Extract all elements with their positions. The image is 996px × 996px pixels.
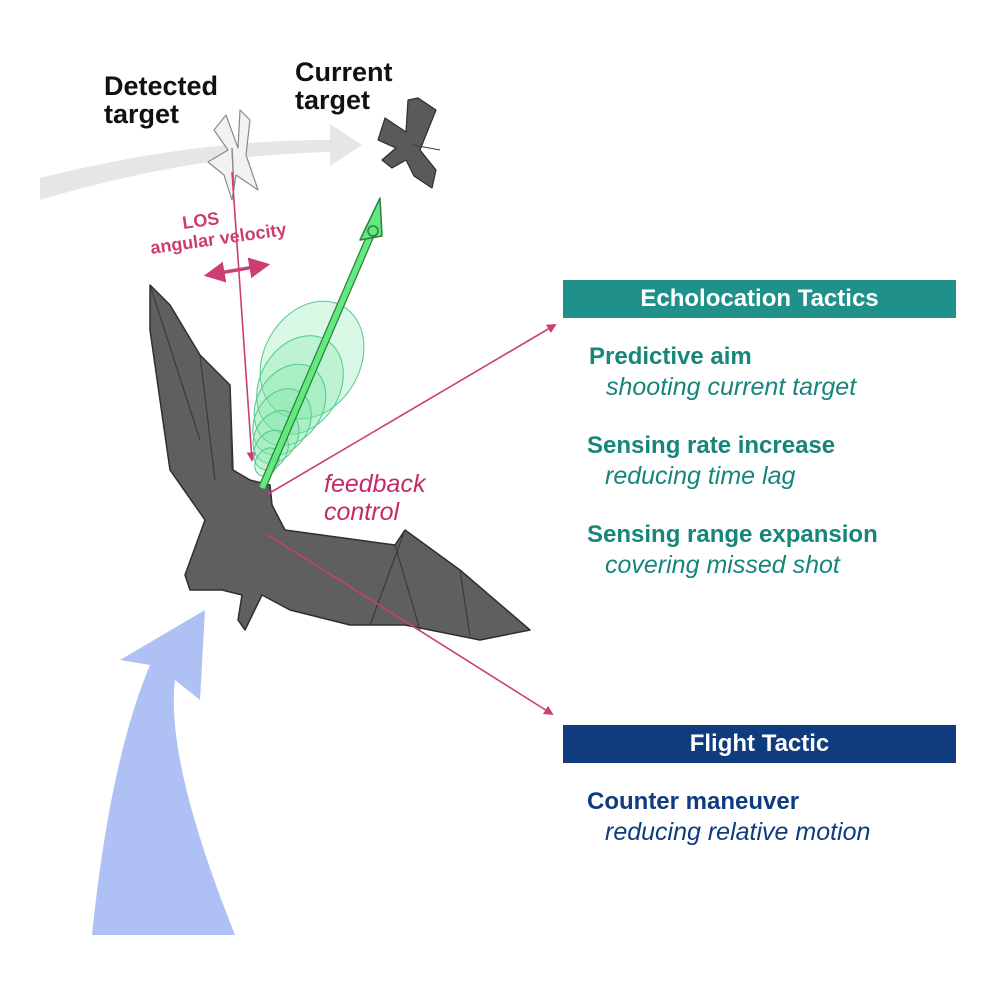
flight-tactic-title: Flight Tactic xyxy=(689,730,830,757)
los-angular-velocity-arrow xyxy=(203,257,271,283)
echolocation-tactics-header: Echolocation Tactics xyxy=(563,280,956,318)
tactic-sensing-range-subtitle: covering missed shot xyxy=(605,551,840,579)
feedback-arrow-to-echolocation xyxy=(267,324,557,495)
target-motion-arrow xyxy=(40,124,362,200)
bat-silhouette xyxy=(149,284,531,641)
echolocation-tactics-title: Echolocation Tactics xyxy=(640,285,879,312)
tactic-counter-maneuver-subtitle: reducing relative motion xyxy=(605,818,871,846)
tactic-sensing-rate-subtitle: reducing time lag xyxy=(605,462,796,490)
predictive-aim-arrow xyxy=(258,197,383,490)
current-target-moth-icon xyxy=(377,97,441,189)
detected-target-label: Detected target xyxy=(104,71,219,129)
tactic-predictive-aim-subtitle: shooting current target xyxy=(606,373,857,401)
flight-tactic-header: Flight Tactic xyxy=(563,725,956,763)
bat-flight-path-arrow xyxy=(92,610,235,935)
feedback-control-label: feedback control xyxy=(324,470,426,526)
tactic-counter-maneuver-title: Counter maneuver xyxy=(587,788,800,815)
current-target-label: Current target xyxy=(295,57,393,115)
sonar-beam-cones xyxy=(252,300,365,477)
detected-target-moth-icon xyxy=(207,109,259,201)
line-of-sight-line xyxy=(231,171,257,462)
tactic-predictive-aim-title: Predictive aim xyxy=(589,343,752,370)
tactic-sensing-rate-title: Sensing rate increase xyxy=(587,432,836,459)
feedback-arrow-to-flight xyxy=(267,534,554,716)
tactic-sensing-range-title: Sensing range expansion xyxy=(587,521,878,548)
